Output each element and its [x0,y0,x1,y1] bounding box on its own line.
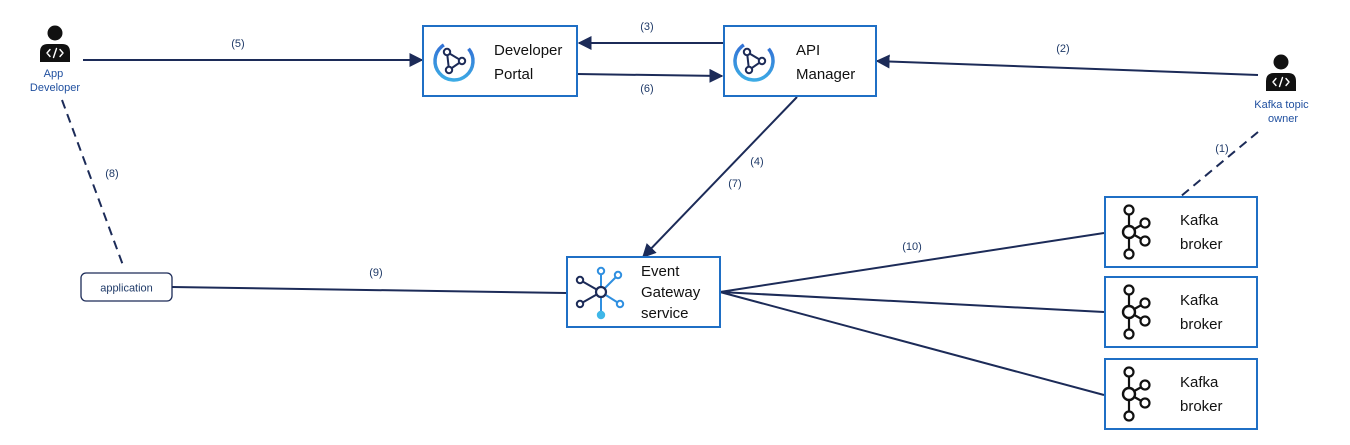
kafka-broker-node[interactable]: Kafka broker [1104,358,1258,430]
kafka-broker-node[interactable]: Kafka broker [1104,276,1258,348]
kafka-icon [1121,284,1151,340]
edge-6-line [576,68,724,83]
edge-5-label: (5) [231,38,244,50]
api-connect-icon [733,40,775,82]
api-connect-icon [433,40,475,82]
edge-10-line-2 [719,291,1105,313]
app-developer-actor[interactable]: App Developer [30,25,80,95]
application-box [80,272,173,302]
edge-3-label: (3) [640,21,653,33]
edge-10-label: (10) [902,241,922,253]
kafka-topic-owner-label: Kafka topic owner [1254,99,1311,125]
developer-person-icon [40,25,70,62]
kafka-broker-node[interactable]: Kafka broker [1104,196,1258,268]
application-node[interactable]: application [80,272,173,302]
edge-8-label: (8) [105,168,118,180]
edge-9-label: (9) [369,267,382,279]
edge-2-line [875,54,1259,76]
connectors [61,36,1259,396]
application-label: application [100,283,153,295]
kafka-broker-title: Kafka broker [1180,212,1223,253]
edge-4-7-line [642,96,798,259]
api-manager-title: API Manager [796,42,855,83]
api-manager-box [723,25,877,97]
edge-4-label: (4) [750,156,763,168]
kafka-broker-title: Kafka broker [1180,374,1223,415]
developer-portal-box [422,25,578,97]
developer-portal-title: Developer Portal [494,42,567,83]
edge-7-label: (7) [728,178,741,190]
edge-1-label: (1) [1215,143,1228,155]
developer-person-icon [1266,54,1296,91]
kafka-icon [1121,366,1151,422]
edge-9-line [171,286,567,294]
kafka-icon [1121,204,1151,260]
event-gateway-node[interactable]: Event Gateway service [566,256,721,328]
kafka-topic-owner-actor[interactable]: Kafka topic owner [1254,54,1311,126]
app-developer-label: App Developer [30,68,80,94]
edge-6-label: (6) [640,83,653,95]
event-gateway-box [566,256,721,328]
edge-10-line-3 [719,291,1105,396]
edge-2-label: (2) [1056,43,1069,55]
kafka-broker-title: Kafka broker [1180,292,1223,333]
api-manager-node[interactable]: API Manager [723,25,877,97]
event-gateway-icon [575,266,625,320]
edge-1-line [1179,131,1259,198]
edge-8-line [61,99,125,269]
edge-10-line-1 [719,232,1105,293]
developer-portal-node[interactable]: Developer Portal [422,25,578,97]
event-gateway-title: Event Gateway service [641,263,704,322]
edge-labels: (5) (3) (6) (2) (4) (7) (1) (8) (9) (10) [105,21,1228,279]
